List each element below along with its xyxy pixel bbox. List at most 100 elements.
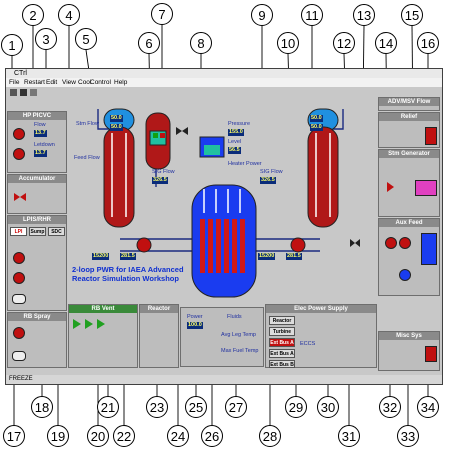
rb-fan-3-icon[interactable] bbox=[97, 319, 105, 329]
fluids-label: Fluids bbox=[227, 314, 242, 320]
menu-bar: File Restart Edit View Cool Control Help bbox=[6, 78, 442, 87]
pzr-level-label: Level bbox=[228, 139, 242, 145]
callout-7: 7 bbox=[151, 3, 173, 25]
menu-view[interactable]: View bbox=[62, 79, 76, 86]
cst-tank-icon bbox=[421, 233, 437, 265]
hot-leg-temp-left: 326.5 bbox=[152, 177, 168, 184]
callout-19: 19 bbox=[47, 425, 69, 447]
caption-line-1: 2-loop PWR for IAEA Advanced bbox=[72, 265, 184, 274]
callout-30: 30 bbox=[317, 396, 339, 418]
menu-control[interactable]: Control bbox=[90, 79, 111, 86]
callout-8: 8 bbox=[190, 32, 212, 54]
letdown-label: Letdown bbox=[34, 142, 55, 148]
callout-21: 21 bbox=[97, 396, 119, 418]
eccs-label: ECCS bbox=[300, 341, 316, 347]
right-sig-flow-label: SIG Flow bbox=[260, 169, 283, 175]
adv-msv-header: ADV/MSV Flow bbox=[379, 98, 439, 106]
lpi-pump-icon[interactable] bbox=[13, 252, 25, 264]
callout-6: 6 bbox=[138, 32, 160, 54]
avg-temp-label: Avg Leg Temp bbox=[221, 332, 256, 338]
misc-sys-panel: Misc Sys bbox=[378, 331, 440, 371]
rcp-right-icon bbox=[290, 237, 306, 253]
callout-9: 9 bbox=[251, 4, 273, 26]
lpi-button[interactable]: LPI bbox=[10, 227, 27, 236]
callout-28: 28 bbox=[259, 425, 281, 447]
ext-bus-a2-button[interactable]: Ext Bus A bbox=[269, 349, 295, 358]
pzr-relief-valve-icon bbox=[176, 127, 188, 135]
power-panel: Power 100.0 Fluids Avg Leg Temp Max Fuel… bbox=[180, 307, 264, 367]
cold-leg-temp-left: 281.5 bbox=[120, 253, 136, 260]
menu-help[interactable]: Help bbox=[114, 79, 128, 86]
window-title: CTrl bbox=[14, 70, 27, 77]
rcp-flow-left: 15200 bbox=[92, 253, 110, 260]
rhr-pump-icon[interactable] bbox=[13, 272, 25, 284]
status-bar: FREEZE bbox=[6, 375, 442, 384]
callout-16: 16 bbox=[417, 32, 439, 54]
relief-indicator-icon[interactable] bbox=[425, 127, 437, 145]
relief-header: Relief bbox=[379, 113, 439, 121]
rb-fan-1-icon[interactable] bbox=[73, 319, 81, 329]
elec-power-header: Elec Power Supply bbox=[266, 305, 376, 313]
left-sig-flow-label: SIG Flow bbox=[152, 169, 175, 175]
sdc-button[interactable]: SDC bbox=[48, 227, 65, 236]
callout-31: 31 bbox=[338, 425, 360, 447]
callout-14: 14 bbox=[375, 32, 397, 54]
callout-4: 4 bbox=[58, 4, 80, 26]
reactor-button[interactable]: Reactor bbox=[269, 316, 295, 325]
toolbar bbox=[8, 88, 108, 98]
plant-schematic bbox=[97, 108, 360, 298]
callout-17: 17 bbox=[3, 425, 25, 447]
status-text: FREEZE bbox=[9, 376, 33, 382]
adv-msv-panel: ADV/MSV Flow bbox=[378, 97, 440, 111]
callout-23: 23 bbox=[146, 396, 168, 418]
reactor-panel: Reactor bbox=[139, 304, 179, 368]
rb-fan-2-icon[interactable] bbox=[85, 319, 93, 329]
menu-edit[interactable]: Edit bbox=[46, 79, 58, 86]
feed-flow-label: Feed Flow bbox=[74, 155, 100, 161]
aux-feed-pump-3-icon[interactable] bbox=[399, 269, 411, 281]
open-icon[interactable] bbox=[10, 89, 17, 96]
left-sg-press-value: 50.0 bbox=[110, 124, 123, 131]
callout-1: 1 bbox=[1, 34, 23, 56]
callout-32: 32 bbox=[379, 396, 401, 418]
rb-vent-panel: RB Vent bbox=[68, 304, 138, 368]
letdown-pump-icon[interactable] bbox=[13, 148, 25, 160]
menu-file[interactable]: File bbox=[9, 79, 20, 86]
callout-29: 29 bbox=[285, 396, 307, 418]
callout-10: 10 bbox=[277, 32, 299, 54]
callout-5: 5 bbox=[75, 28, 97, 50]
print-icon[interactable] bbox=[30, 89, 37, 96]
rb-spray-panel: RB Spray bbox=[7, 312, 67, 368]
relief-panel: Relief bbox=[378, 112, 440, 148]
left-sg-level-value: 50.0 bbox=[110, 115, 123, 122]
accumulator-valve-icon-2[interactable] bbox=[20, 193, 26, 201]
feed-valve-icon bbox=[350, 239, 360, 247]
rb-spray-header: RB Spray bbox=[8, 313, 66, 321]
turbine-icon bbox=[415, 180, 437, 196]
rcp-left-icon bbox=[136, 237, 152, 253]
turbine-button[interactable]: Turbine bbox=[269, 327, 295, 336]
aux-feed-pump-1-icon[interactable] bbox=[385, 237, 397, 249]
callout-20: 20 bbox=[87, 425, 109, 447]
ext-bus-b-button[interactable]: Ext Bus B bbox=[269, 360, 295, 368]
window-titlebar: CTrl bbox=[6, 69, 442, 78]
heater-power-label: Heater Power bbox=[228, 161, 262, 167]
menu-cool[interactable]: Cool bbox=[78, 79, 92, 86]
rb-spray-pump-icon[interactable] bbox=[13, 327, 25, 339]
save-icon[interactable] bbox=[20, 89, 27, 96]
aux-feed-panel: Aux Feed bbox=[378, 218, 440, 296]
aux-feed-pump-2-icon[interactable] bbox=[399, 237, 411, 249]
left-stm-flow-label: Stm Flow bbox=[76, 121, 99, 127]
hp-picvc-panel: HP PICVC Flow 13.7 Letdown 13.7 bbox=[7, 111, 67, 173]
stm-valve-icon[interactable] bbox=[387, 182, 394, 192]
callout-25: 25 bbox=[185, 396, 207, 418]
misc-indicator-icon[interactable] bbox=[425, 346, 437, 362]
ext-bus-a-button[interactable]: Ext Bus A bbox=[269, 338, 295, 347]
accumulator-header: Accumulator bbox=[8, 175, 66, 183]
menu-restart[interactable]: Restart bbox=[24, 79, 45, 86]
accumulator-valve-icon[interactable] bbox=[14, 193, 20, 201]
sump-button[interactable]: Sump bbox=[29, 227, 46, 236]
reactor-vessel bbox=[191, 184, 257, 298]
hp-pump-icon[interactable] bbox=[13, 128, 25, 140]
rcp-flow-right: 15200 bbox=[258, 253, 276, 260]
